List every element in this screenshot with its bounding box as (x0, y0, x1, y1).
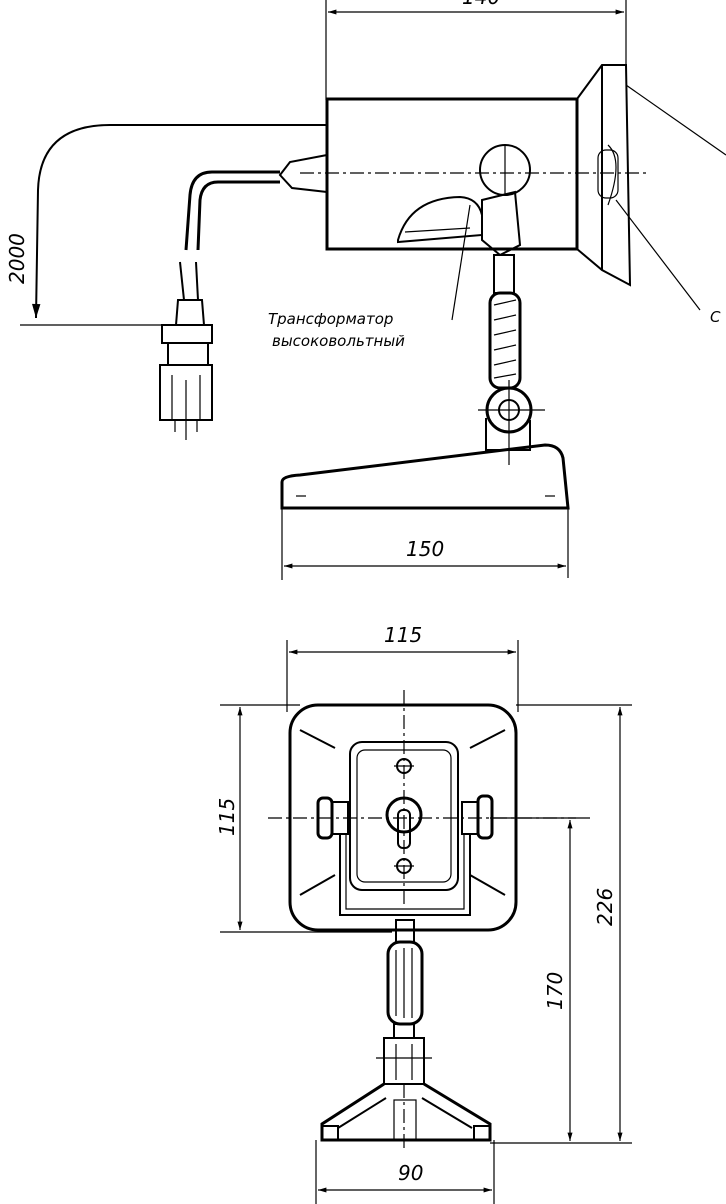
right-callout-label: С (710, 308, 721, 326)
front-width-dimension: 115 (286, 623, 519, 712)
side-view: 140 (5, 0, 726, 580)
stand-width-label: 90 (398, 1161, 423, 1185)
transformer-label-line1: Трансформатор (268, 310, 393, 328)
front-housing (268, 690, 576, 932)
axis-height-label: 170 (543, 972, 567, 1010)
cable-length-label: 2000 (5, 233, 29, 284)
lamp-housing (278, 64, 650, 287)
plug (159, 324, 213, 440)
side-base: 150 (280, 443, 570, 580)
base-width-label: 150 (406, 537, 444, 561)
front-height-label: 115 (215, 798, 239, 836)
side-arm (478, 254, 545, 465)
power-cable (174, 170, 280, 326)
height-dimensions: 226 170 (490, 704, 632, 1144)
cable-length-dimension: 2000 (5, 124, 327, 326)
top-width-dimension: 140 (325, 0, 627, 100)
front-stem (376, 919, 432, 1085)
top-width-label: 140 (462, 0, 500, 9)
front-view: 115 115 (215, 623, 632, 1204)
right-callouts: С (615, 84, 726, 326)
front-knobs (316, 794, 494, 916)
front-width-label: 115 (384, 623, 422, 647)
transformer-label-line2: высоковольтный (272, 332, 405, 350)
front-height-dimension: 115 (215, 704, 392, 933)
transformer-callout: Трансформатор высоковольтный (268, 204, 471, 350)
overall-height-label: 226 (593, 888, 617, 926)
front-base (320, 1082, 492, 1150)
stand-width-dimension: 90 (315, 1140, 495, 1204)
